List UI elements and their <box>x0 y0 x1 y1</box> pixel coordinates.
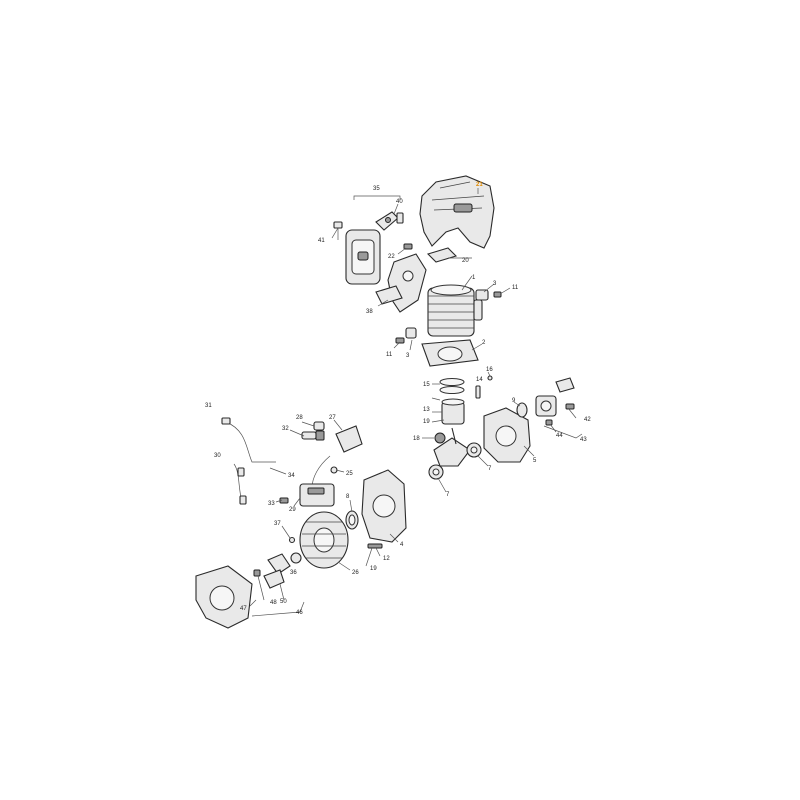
muffler-bracket-part[interactable] <box>375 211 399 231</box>
wire-harness-30-part[interactable] <box>233 463 247 505</box>
seal-8-part[interactable] <box>345 510 359 530</box>
screw-11b-part[interactable] <box>395 337 405 344</box>
screw-40-part[interactable] <box>396 212 404 224</box>
callout-44: 44 <box>556 433 563 439</box>
needle-bearing-part[interactable] <box>434 432 446 444</box>
callout-37: 37 <box>274 521 281 527</box>
starter-spring-part[interactable] <box>253 569 285 589</box>
crankcase-left-part[interactable] <box>361 469 407 543</box>
kill-switch-wire-part[interactable] <box>221 417 276 463</box>
wire-34-part[interactable] <box>269 467 287 475</box>
seal-9-part[interactable] <box>516 402 528 418</box>
callout-18: 18 <box>413 436 420 442</box>
callout-41: 41 <box>318 238 325 244</box>
cylinder-gasket-part[interactable] <box>421 339 479 367</box>
piston-pin-part[interactable] <box>475 385 481 399</box>
spacer-3a-part[interactable] <box>475 289 489 301</box>
callout-19a: 19 <box>423 419 430 425</box>
callout-26: 26 <box>352 570 359 576</box>
circlip-16-part[interactable] <box>487 375 493 381</box>
callout-28: 28 <box>296 415 303 421</box>
spark-plug-part[interactable] <box>301 430 325 441</box>
callout-20: 20 <box>462 258 469 264</box>
callout-21: 21 <box>476 182 483 188</box>
spark-plug-cap-28-part[interactable] <box>313 421 325 431</box>
callout-19b: 19 <box>370 566 377 572</box>
callout-16: 16 <box>486 367 493 373</box>
muffler-part[interactable] <box>345 229 381 285</box>
callout-27: 27 <box>329 415 336 421</box>
callout-31: 31 <box>205 403 212 409</box>
callout-46: 46 <box>296 610 303 616</box>
callout-11a: 11 <box>512 285 519 291</box>
bearing-7b-part[interactable] <box>466 442 482 458</box>
callout-7b: 7 <box>488 466 492 472</box>
crankcase-right-part[interactable] <box>483 407 531 463</box>
callout-35: 35 <box>373 186 380 192</box>
screw-41-part[interactable] <box>333 221 343 240</box>
callout-47: 47 <box>240 606 247 612</box>
callout-3b: 3 <box>406 353 410 359</box>
callout-50: 50 <box>280 599 287 605</box>
callout-33: 33 <box>268 501 275 507</box>
callout-29: 29 <box>289 507 296 513</box>
callout-25: 25 <box>346 471 353 477</box>
callout-5: 5 <box>533 458 537 464</box>
cylinder-part[interactable] <box>427 284 483 337</box>
callout-48: 48 <box>270 600 277 606</box>
starter-housing-part[interactable] <box>195 565 253 629</box>
callout-34: 34 <box>288 473 295 479</box>
callout-7a: 7 <box>446 492 450 498</box>
callout-36: 36 <box>290 570 297 576</box>
washer-37-part[interactable] <box>288 536 296 544</box>
carburetor-part[interactable] <box>535 377 575 417</box>
spacer-3b-part[interactable] <box>405 327 417 339</box>
spark-plug-boot-part[interactable] <box>335 425 363 453</box>
piston-rings-part[interactable] <box>439 378 465 394</box>
callout-1: 1 <box>472 275 476 281</box>
leader-lines <box>249 188 583 617</box>
callout-12: 12 <box>383 556 390 562</box>
screw-44-part[interactable] <box>545 419 553 426</box>
callout-43: 43 <box>580 437 587 443</box>
callout-8: 8 <box>346 494 350 500</box>
crankshaft-part[interactable] <box>433 427 471 467</box>
callout-4: 4 <box>400 542 404 548</box>
screw-12-part[interactable] <box>367 543 383 549</box>
flywheel-part[interactable] <box>299 511 349 569</box>
callout-2: 2 <box>482 340 486 346</box>
callout-3a: 3 <box>493 281 497 287</box>
ignition-lead-part[interactable] <box>311 455 338 489</box>
nut-36-part[interactable] <box>290 552 302 564</box>
screw-42-part[interactable] <box>565 403 575 410</box>
engine-cover-part[interactable] <box>419 175 495 249</box>
gasket-38-part[interactable] <box>375 285 403 305</box>
screw-11a-part[interactable] <box>493 291 502 298</box>
screw-22-part[interactable] <box>403 243 413 250</box>
callout-30: 30 <box>214 453 221 459</box>
callout-40: 40 <box>396 199 403 205</box>
callout-32: 32 <box>282 426 289 432</box>
starter-pawl-part[interactable] <box>267 553 291 575</box>
callout-42: 42 <box>584 417 591 423</box>
callout-15: 15 <box>423 382 430 388</box>
heat-shield-part[interactable] <box>387 253 427 313</box>
callout-9: 9 <box>512 398 516 404</box>
callout-labels: 21 35 40 41 22 20 38 1 3 11 11 3 2 15 14… <box>205 182 591 616</box>
gasket-20-part[interactable] <box>426 247 458 263</box>
piston-part[interactable] <box>441 398 465 425</box>
bearing-7a-part[interactable] <box>428 464 444 480</box>
callout-11b: 11 <box>386 352 393 358</box>
callout-14: 14 <box>476 377 483 383</box>
callout-13: 13 <box>423 407 430 413</box>
callout-22: 22 <box>388 254 395 260</box>
callout-38: 38 <box>366 309 373 315</box>
ignition-coil-part[interactable] <box>299 483 335 507</box>
